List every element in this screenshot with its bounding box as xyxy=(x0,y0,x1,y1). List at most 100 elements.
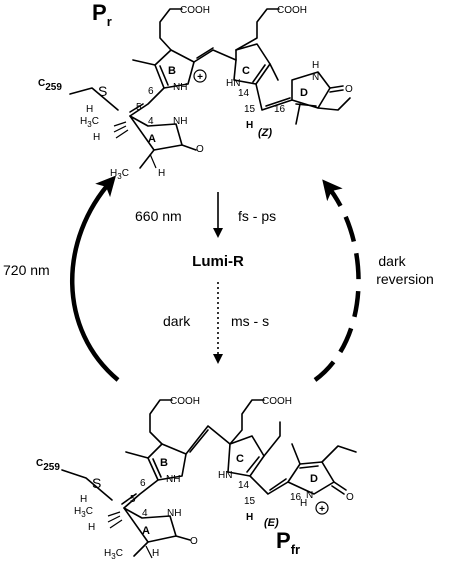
pr-charge-circle xyxy=(193,69,207,83)
pr-n-d: N xyxy=(312,72,319,83)
pfr-ring-b-label: B xyxy=(160,457,168,469)
pfr-ring-b xyxy=(147,443,187,481)
pr-ring-c-double xyxy=(252,64,266,83)
pr-structure: Pr COOH COOH C259 xyxy=(38,0,353,181)
pfr-bridge-ab xyxy=(123,479,159,509)
pr-ring-d-carbonyl xyxy=(329,85,344,93)
pr-h3c-1: H3C xyxy=(80,116,99,129)
pr-bridge-cd-double xyxy=(265,97,291,107)
pr-num-4: 4 xyxy=(148,116,154,127)
thermal-condition: dark xyxy=(163,313,191,329)
pr-num-14: 14 xyxy=(238,88,250,99)
pfr-num-15: 15 xyxy=(244,496,256,507)
pr-num-5: 5 xyxy=(136,102,142,113)
dark-reversion-line1: dark xyxy=(378,253,406,269)
pfr-propionate-right xyxy=(229,399,265,445)
pfr-h-left: H xyxy=(80,494,87,505)
pr-hn-c: HN xyxy=(226,78,240,89)
pfr-bridge-bc-double xyxy=(189,429,209,453)
pfr-title: Pfr xyxy=(276,528,300,557)
pfr-ring-d-double xyxy=(299,465,319,469)
pr-ring-a-hash xyxy=(113,121,157,169)
pfr-c259: C259 xyxy=(36,458,60,473)
pr-propionate-left xyxy=(159,8,183,51)
pr-propionate-right xyxy=(235,8,280,51)
pfr-ring-d-carbonyl xyxy=(331,481,347,495)
pfr-charge: + xyxy=(319,504,325,515)
pr-ring-c-methyl xyxy=(269,63,279,81)
dark-reversion-arrow xyxy=(313,179,361,382)
pfr-structure: COOH COOH C259 S H xyxy=(36,396,357,561)
pr-ring-d xyxy=(291,71,331,109)
pfr-num-4: 4 xyxy=(142,508,148,519)
pfr-ring-a-carbonyl xyxy=(175,535,191,541)
pr-ring-d-label: D xyxy=(300,87,308,99)
pr-nh-a: NH xyxy=(173,116,187,127)
back-wavelength: 720 nm xyxy=(3,262,50,278)
pfr-ring-c-label: C xyxy=(236,453,244,465)
back-photo-arrow xyxy=(70,175,120,382)
photocycle: 660 nm fs - ps Lumi-R dark ms - s 720 nm… xyxy=(3,175,434,382)
pfr-bridge-cd-double xyxy=(269,478,287,491)
pfr-n-d: N xyxy=(306,490,313,501)
pfr-ring-b-double xyxy=(152,458,162,478)
pfr-h3c-1: H3C xyxy=(74,506,93,519)
pr-ring-c-label: C xyxy=(242,65,250,77)
dark-reversion-line2: reversion xyxy=(376,271,434,287)
pfr-cooh-right: COOH xyxy=(262,396,292,407)
pfr-h-bottom: H xyxy=(152,548,159,559)
pfr-bridge-cd xyxy=(249,475,289,495)
pfr-isomer: (E) xyxy=(264,517,279,529)
pr-bridge-bc-double xyxy=(196,47,214,59)
pfr-charge-circle xyxy=(315,501,329,515)
pr-bridge-ab xyxy=(129,87,165,117)
pfr-num-5: 5 xyxy=(130,494,136,505)
pfr-ring-a-hash xyxy=(107,511,153,559)
thermal-timescale: ms - s xyxy=(231,313,269,329)
pfr-propionate-left xyxy=(149,399,173,445)
pfr-h-d: H xyxy=(300,498,307,509)
pr-h3c-2: H3C xyxy=(110,168,129,181)
pfr-o-a: O xyxy=(190,536,198,547)
pfr-num-16: 16 xyxy=(290,492,302,503)
pr-ring-b-double xyxy=(159,65,169,86)
pfr-nh-b: NH xyxy=(166,474,180,485)
pfr-num-14: 14 xyxy=(238,480,250,491)
pr-num-16: 16 xyxy=(274,104,286,115)
pfr-h3c-2: H3C xyxy=(104,548,123,561)
pfr-o-d: O xyxy=(346,492,354,503)
pfr-ring-d-label: D xyxy=(310,473,318,485)
pr-ring-a-carbonyl xyxy=(181,144,197,151)
pfr-ring-c xyxy=(227,435,265,477)
pfr-h-stereo: H xyxy=(88,522,95,533)
pr-thioether xyxy=(69,87,119,111)
pr-cooh-right: COOH xyxy=(277,5,307,16)
pfr-ring-a-label: A xyxy=(142,525,150,537)
pr-nh-b: NH xyxy=(173,82,187,93)
pr-h-stereo: H xyxy=(93,132,100,143)
pr-h-bottom: H xyxy=(158,168,165,179)
pr-h-left: H xyxy=(86,104,93,115)
intermediate-label: Lumi-R xyxy=(192,253,244,270)
pr-ring-b-label: B xyxy=(168,65,176,77)
pr-ring-b-methyl xyxy=(132,59,156,66)
pfr-bridge-bc xyxy=(185,425,231,455)
pr-c259: C259 xyxy=(38,78,62,93)
pfr-h15: H xyxy=(246,512,253,523)
pr-ring-b xyxy=(154,49,195,89)
pfr-nh-a: NH xyxy=(167,508,181,519)
pfr-ring-a xyxy=(123,507,177,543)
pr-ring-a-methyl xyxy=(139,149,155,169)
pr-charge: + xyxy=(197,72,203,83)
pfr-ring-c-double xyxy=(246,456,260,473)
pr-s: S xyxy=(98,83,107,99)
pfr-cooh-left: COOH xyxy=(170,396,200,407)
pr-isomer: (Z) xyxy=(258,127,272,139)
pr-ring-a xyxy=(129,115,183,151)
forward-wavelength: 660 nm xyxy=(135,208,182,224)
forward-timescale: fs - ps xyxy=(238,208,276,224)
pr-bridge-ab-double xyxy=(129,103,144,113)
pr-bridge-cd xyxy=(255,83,293,111)
pr-ring-a-label: A xyxy=(148,133,156,145)
